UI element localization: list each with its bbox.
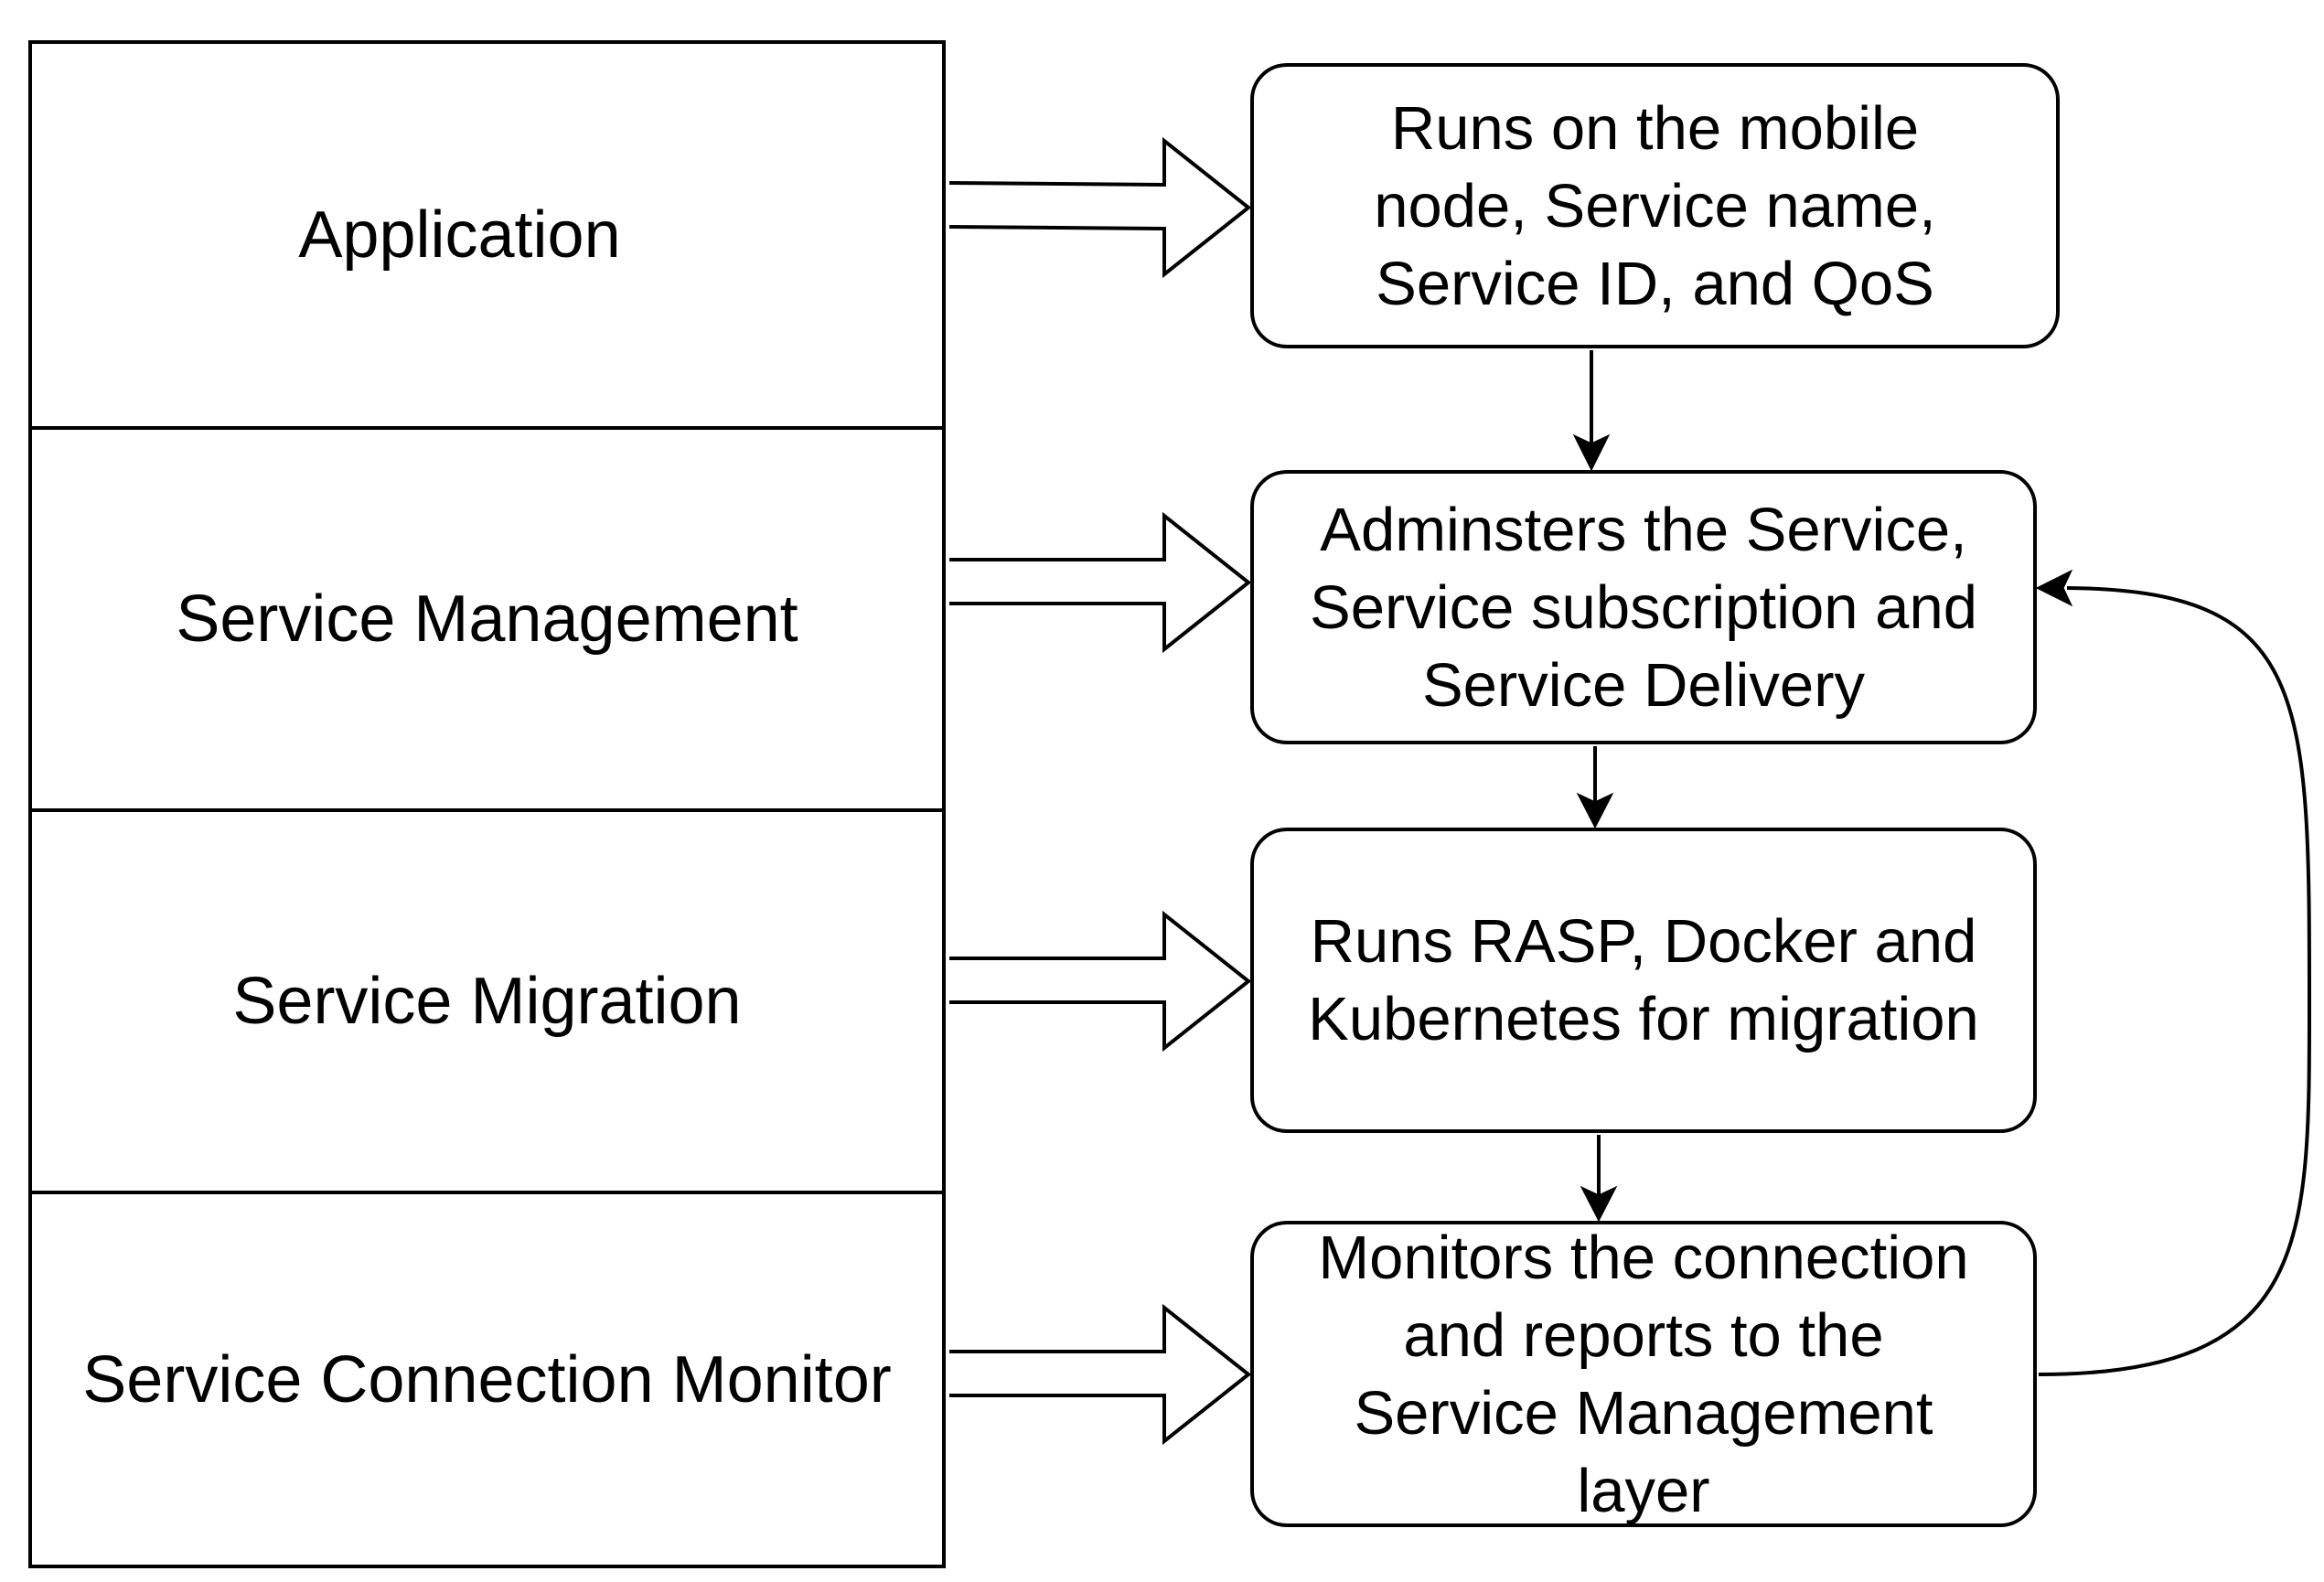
layer-application: Application <box>32 44 942 426</box>
description-box-application: Runs on the mobile node, Service name, S… <box>1250 63 2060 348</box>
layer-service-management: Service Management <box>32 426 942 808</box>
block-arrow-application <box>948 136 1252 279</box>
block-arrow-service-connection-monitor <box>949 1303 1252 1446</box>
flow-arrow-3 <box>1580 1135 1618 1223</box>
description-box-service-migration: Runs RASP, Docker and Kubernetes for mig… <box>1250 828 2037 1133</box>
block-arrow-service-management <box>949 511 1252 654</box>
flow-arrow-1 <box>1572 350 1611 472</box>
flow-arrow-2 <box>1576 746 1614 829</box>
layer-service-connection-monitor: Service Connection Monitor <box>32 1191 942 1565</box>
block-arrow-service-migration <box>949 910 1252 1053</box>
layer-stack: Application Service Management Service M… <box>28 40 946 1568</box>
layer-service-connection-monitor-label: Service Connection Monitor <box>82 1342 892 1416</box>
description-box-service-connection-monitor: Monitors the connection and reports to t… <box>1250 1221 2037 1527</box>
layer-service-migration-label: Service Migration <box>232 965 742 1038</box>
layer-service-management-label: Service Management <box>176 583 798 656</box>
layer-service-migration: Service Migration <box>32 808 942 1191</box>
description-text-service-migration: Runs RASP, Docker and Kubernetes for mig… <box>1308 907 1979 1053</box>
description-text-service-connection-monitor: Monitors the connection and reports to t… <box>1318 1223 1969 1525</box>
feedback-arrow <box>2035 569 2311 1376</box>
description-box-service-management: Adminsters the Service, Service subscrip… <box>1250 470 2037 744</box>
description-text-application: Runs on the mobile node, Service name, S… <box>1374 93 1936 318</box>
layer-application-label: Application <box>298 198 621 272</box>
description-text-service-management: Adminsters the Service, Service subscrip… <box>1310 495 1977 720</box>
